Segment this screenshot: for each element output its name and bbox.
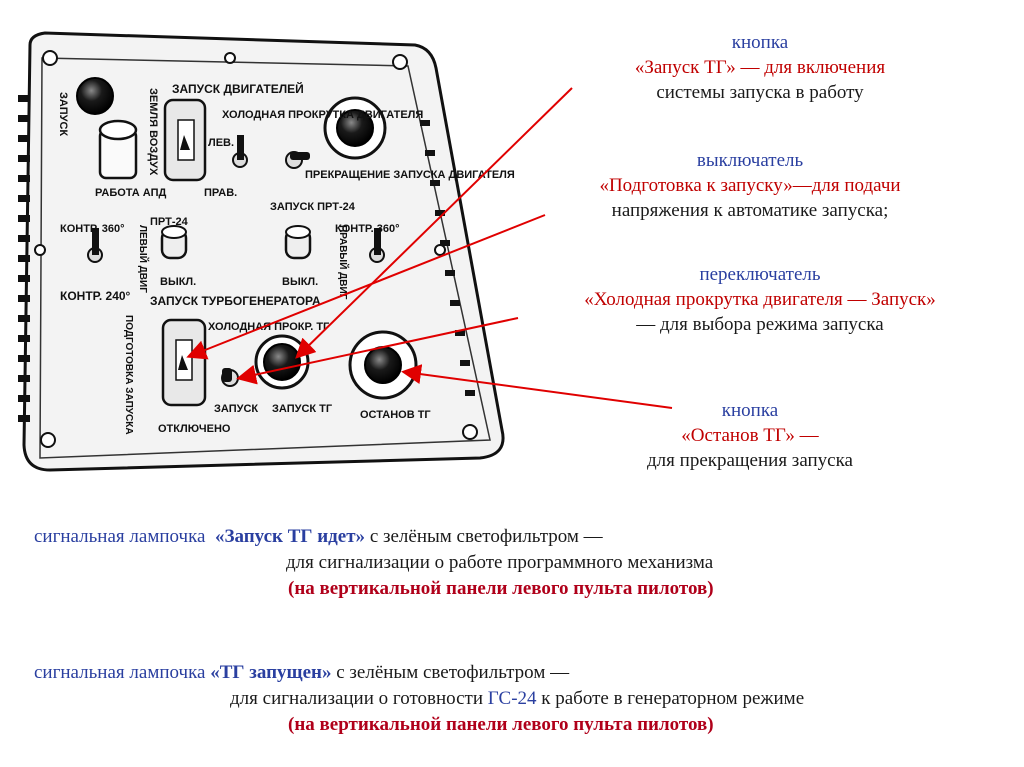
arrow-prep-start	[186, 214, 546, 360]
launch-button	[76, 77, 114, 115]
label-stop-start: ПРЕКРАЩЕНИЕ ЗАПУСКА ДВИГАТЕЛЯ	[305, 169, 515, 181]
panel-inner-border	[39, 57, 491, 459]
annotation-4-name: «Останов ТГ» —	[681, 425, 819, 446]
signal-2-line2-b: ГС-24	[487, 688, 537, 709]
arrow-stop-tg	[401, 364, 673, 409]
annotation-launch-tg: кнопка «Запуск ТГ» — для включения систе…	[560, 30, 960, 105]
annotation-2-type: выключатель	[696, 150, 804, 171]
signal-2-name: «ТГ запущен»	[210, 662, 332, 683]
signal-lamp-1: сигнальная лампочка «Запуск ТГ идет» с з…	[34, 524, 1014, 602]
annotation-3-type: переключатель	[699, 264, 821, 285]
label-cold-crank-tg: ХОЛОДНАЯ ПРОКР. ТГ	[208, 321, 330, 333]
label-contr-360-right: КОНТР. 360°	[335, 223, 400, 235]
annotation-4-type: кнопка	[721, 400, 779, 421]
signal-1-line3: (на вертикальной панели левого пульта пи…	[288, 578, 714, 599]
annotation-4-desc: для прекращения запуска	[647, 450, 853, 471]
signal-2-suffix: с зелёным светофильтром —	[331, 662, 570, 683]
label-launch-prt24: ЗАПУСК ПРТ-24	[270, 201, 356, 213]
annotation-cold-crank: переключатель «Холодная прокрутка двигат…	[510, 262, 1010, 337]
arrow-cold-crank	[236, 317, 519, 385]
ground-air-lever	[163, 98, 207, 182]
label-ground-air: ЗЕМЛЯ ВОЗДУХ	[147, 88, 159, 176]
signal-1-line1: сигнальная лампочка «Запуск ТГ идет» с з…	[34, 524, 1014, 550]
apd-lamp	[98, 119, 138, 180]
annotation-1-name: «Запуск ТГ» — для включения	[634, 57, 886, 78]
stop-tg-button	[364, 346, 402, 384]
label-off-bottom: ОТКЛЮЧЕНО	[158, 423, 231, 435]
annotation-3-name: «Холодная прокрутка двигателя — Запуск»	[584, 289, 936, 310]
label-apd-work: РАБОТА АПД	[95, 187, 167, 199]
label-launch-tg: ЗАПУСК ТГ	[272, 403, 333, 415]
label-right-eng: ПРАВЫЙ ДВИГ	[337, 225, 350, 300]
label-prep-start: ПОДГОТОВКА ЗАПУСКА	[123, 315, 134, 435]
prep-start-lever	[161, 318, 207, 407]
signal-1-suffix: с зелёным светофильтром —	[365, 526, 603, 547]
signal-1-prefix: сигнальная лампочка	[34, 526, 215, 547]
panel-edge-teeth-right	[420, 120, 475, 396]
signal-2-prefix: сигнальная лампочка	[34, 662, 211, 683]
contr-360-right-toggle	[369, 228, 385, 263]
cold-crank-tg-toggle	[221, 368, 239, 387]
label-left-eng: ЛЕВЫЙ ДВИГ	[137, 225, 150, 293]
annotation-2-name: «Подготовка к запуску»—для подачи	[599, 175, 901, 196]
left-right-toggle	[232, 135, 248, 168]
label-prt24: ПРТ-24	[150, 216, 189, 228]
label-left: ЛЕВ.	[208, 137, 234, 149]
annotation-1-type: кнопка	[731, 32, 789, 53]
annotation-arrows	[186, 87, 673, 409]
annotation-1-desc: системы запуска в работу	[656, 82, 864, 103]
signal-lamp-2: сигнальная лампочка «ТГ запущен» с зелён…	[34, 660, 1024, 738]
label-contr-240: КОНТР. 240°	[60, 289, 131, 303]
signal-2-line1: сигнальная лампочка «ТГ запущен» с зелён…	[34, 660, 1024, 686]
label-launch: ЗАПУСК	[57, 92, 69, 136]
label-engine-start: ЗАПУСК ДВИГАТЕЛЕЙ	[172, 81, 304, 96]
contr-360-left-toggle	[87, 228, 103, 263]
label-off-right: ВЫКЛ.	[282, 276, 318, 288]
signal-1-line2: для сигнализации о работе программного м…	[286, 552, 714, 573]
panel-edge-teeth	[18, 95, 30, 422]
signal-2-line2-c: к работе в генераторном режиме	[536, 688, 805, 709]
signal-2-line2: для сигнализации о готовности ГС-24 к ра…	[34, 686, 1024, 712]
annotation-3-desc: — для выбора режима запуска	[636, 314, 884, 335]
annotation-2-desc: напряжения к автоматике запуска;	[611, 200, 889, 221]
panel-screws	[34, 50, 478, 448]
annotation-stop-tg: кнопка «Останов ТГ» — для прекращения за…	[560, 398, 940, 473]
label-off-left: ВЫКЛ.	[160, 276, 196, 288]
signal-1-name: «Запуск ТГ идет»	[214, 526, 366, 547]
prt24-right-button	[284, 225, 312, 260]
label-tg-start: ЗАПУСК ТУРБОГЕНЕРАТОРА	[150, 294, 321, 308]
annotation-prep-start: выключатель «Подготовка к запуску»—для п…	[530, 148, 970, 223]
arrow-launch-tg	[295, 87, 573, 359]
signal-2-line3: (на вертикальной панели левого пульта пи…	[288, 714, 714, 735]
cold-crank-toggle	[285, 151, 310, 169]
prt24-left-button	[160, 225, 188, 260]
stop-engine-start-button	[336, 109, 374, 147]
launch-tg-button	[263, 343, 301, 381]
label-contr-360-left: КОНТР. 360°	[60, 223, 125, 235]
label-launch-bottom: ЗАПУСК	[214, 403, 258, 415]
label-right: ПРАВ.	[204, 187, 237, 199]
label-stop-tg: ОСТАНОВ ТГ	[360, 409, 431, 421]
label-cold-crank: ХОЛОДНАЯ ПРОКРУТКА ДВИГАТЕЛЯ	[222, 109, 423, 121]
signal-2-line2-a: для сигнализации о готовности	[230, 688, 488, 709]
